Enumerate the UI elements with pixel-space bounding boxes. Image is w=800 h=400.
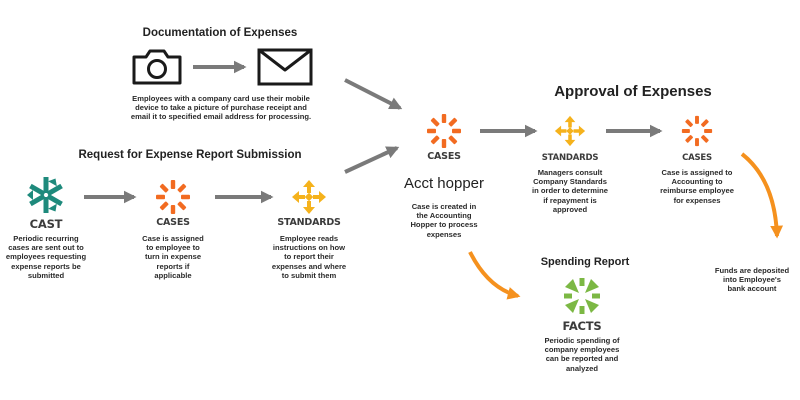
standards-description: Employee reads instructions on how to re… — [258, 234, 360, 280]
standards-desc-line: instructions on how — [272, 243, 346, 253]
cases-label: CASES — [156, 217, 190, 228]
approval-standards-desc-line: in order to determine — [532, 186, 608, 196]
hopper-desc-line: Case is created in — [411, 202, 477, 211]
documentation-desc-line: email it to specified email address for … — [130, 112, 312, 122]
cast-label: CAST — [29, 217, 63, 231]
cases-desc-line: applicable — [154, 270, 192, 280]
cast-desc-line: submitted — [27, 270, 65, 280]
cast-desc-line: employees requesting — [5, 252, 87, 262]
cast-description: Periodic recurring cases are sent out to… — [0, 234, 92, 280]
arrow-hopper-to-facts — [468, 251, 521, 300]
facts-desc-line: can be reported and — [545, 354, 619, 364]
documentation-description: Employees with a company card use their … — [108, 94, 334, 122]
hopper-cases-icon — [427, 114, 461, 148]
envelope-icon — [257, 48, 313, 86]
documentation-desc-line: device to take a picture of purchase rec… — [135, 103, 307, 113]
cases-desc-line: Case is assigned — [142, 234, 204, 243]
standards-desc-line: Employee reads — [279, 234, 339, 243]
hopper-desc-line: expenses — [426, 229, 462, 239]
documentation-desc-line: Employees with a company card use their … — [132, 94, 310, 103]
cast-desc-line: expense reports be — [11, 261, 81, 271]
standards-desc-line: to submit them — [281, 270, 337, 280]
standards-desc-line: expenses and where — [271, 261, 347, 271]
standards-desc-line: to report their — [284, 252, 334, 262]
approval-standards-description: Managers consult Company Standards in or… — [518, 168, 622, 214]
cast-desc-line: cases are sent out to — [8, 243, 84, 253]
standards-label: STANDARDS — [277, 217, 341, 228]
facts-desc-line: company employees — [544, 345, 620, 355]
camera-icon — [132, 49, 182, 85]
spending-title: Spending Report — [540, 256, 630, 268]
approval-standards-desc-line: approved — [552, 204, 588, 214]
hopper-label: CASES — [427, 151, 461, 162]
facts-desc-line: Periodic spending of — [544, 336, 620, 345]
documentation-title: Documentation of Expenses — [142, 27, 298, 39]
facts-description: Periodic spending of company employees c… — [530, 336, 634, 373]
standards-icon — [292, 180, 326, 214]
deposit-description: Funds are deposited into Employee's bank… — [706, 266, 798, 294]
hopper-desc-line: Hopper to process — [410, 220, 478, 230]
facts-icon — [564, 278, 600, 314]
cases-desc-line: to employee to — [146, 243, 200, 253]
hopper-description: Case is created in the Accounting Hopper… — [395, 202, 493, 239]
arrow-documentation-to-hopper — [344, 78, 403, 110]
cases-description: Case is assigned to employee to turn in … — [126, 234, 220, 280]
deposit-desc-line: Funds are deposited — [714, 266, 790, 275]
approval-standards-desc-line: Company Standards — [533, 177, 607, 187]
approval-cases-description: Case is assigned to Accounting to reimbu… — [646, 168, 748, 205]
approval-cases-icon — [681, 115, 713, 147]
cases-desc-line: reports if — [156, 261, 190, 271]
request-title: Request for Expense Report Submission — [78, 149, 302, 161]
approval-cases-label: CASES — [682, 153, 712, 163]
cases-desc-line: turn in expense — [144, 252, 202, 262]
facts-label: FACTS — [562, 319, 602, 333]
approval-cases-desc-line: reimburse employee — [660, 186, 734, 196]
hopper-desc-line: the Accounting — [416, 211, 472, 221]
approval-standards-label: STANDARDS — [541, 153, 599, 163]
arrow-cases-to-deposit — [740, 152, 784, 239]
approval-title: Approval of Expenses — [554, 83, 712, 100]
cases-icon — [156, 180, 190, 214]
arrow-standards-to-hopper — [344, 146, 400, 174]
hopper-title: Acct hopper — [403, 175, 485, 192]
approval-cases-desc-line: Accounting to — [671, 177, 723, 187]
approval-standards-desc-line: Managers consult — [537, 168, 603, 177]
approval-cases-desc-line: Case is assigned to — [661, 168, 733, 177]
deposit-desc-line: into Employee's — [723, 275, 781, 285]
cast-icon — [27, 177, 63, 213]
deposit-desc-line: bank account — [727, 284, 777, 294]
approval-standards-desc-line: if repayment is — [543, 195, 597, 205]
facts-desc-line: analyzed — [565, 363, 599, 373]
approval-standards-icon — [554, 115, 586, 147]
approval-cases-desc-line: for expenses — [673, 195, 721, 205]
cast-desc-line: Periodic recurring — [13, 234, 79, 243]
